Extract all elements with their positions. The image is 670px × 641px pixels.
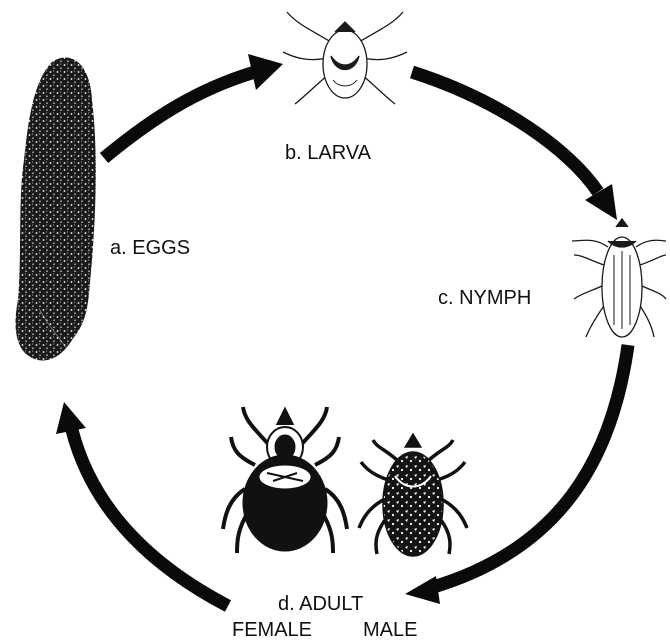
arrow-eggs-to-larva: [104, 54, 283, 158]
arrow-larva-to-nymph: [412, 72, 617, 220]
male-tick-icon: [359, 436, 467, 556]
larva-stage-label: b. LARVA: [285, 143, 371, 163]
arrow-adult-to-eggs: [56, 402, 228, 606]
female-tick-icon: [223, 407, 347, 553]
nymph-stage-label: c. NYMPH: [438, 288, 531, 308]
larva-tick-icon: [283, 12, 407, 104]
female-label: FEMALE: [232, 620, 312, 640]
egg-mass-icon: [16, 58, 96, 361]
adult-stage-label: d. ADULT: [278, 594, 363, 614]
nymph-tick-icon: [572, 219, 666, 337]
eggs-stage-label: a. EGGS: [110, 238, 190, 258]
male-label: MALE: [363, 620, 417, 640]
